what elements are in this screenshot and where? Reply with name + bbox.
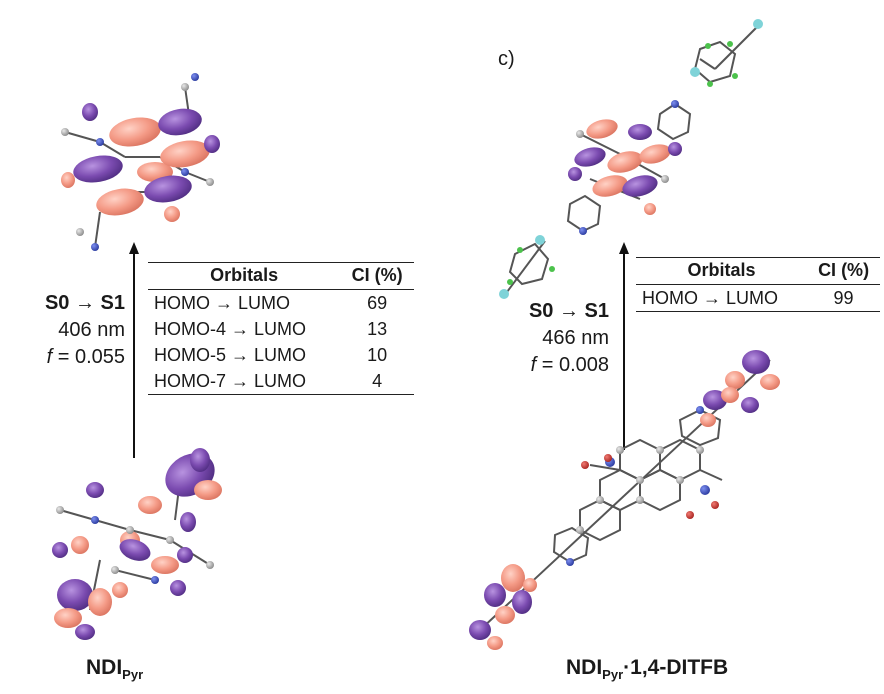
transition-wavelength: 466 nm — [542, 327, 609, 349]
excitation-arrow — [129, 242, 139, 458]
molecule-homo-cocrystal — [469, 350, 780, 650]
column-header-ci: CI (%) — [807, 257, 880, 285]
table-row: HOMO → LUMO 99 — [636, 285, 880, 312]
ci-cell: 10 — [367, 345, 388, 365]
table-row: HOMO → LUMO 69 — [148, 290, 414, 317]
table-header-row: Orbitals CI (%) — [636, 257, 880, 285]
panel-right: c) S0 → S1 — [440, 0, 884, 694]
transition-info-left: S0 → S1 406 nm f = 0.055 — [10, 290, 125, 371]
ci-cell: 69 — [367, 293, 388, 313]
table-row: HOMO-4 → LUMO 13 — [148, 316, 414, 342]
orbital-cell: HOMO-5 → LUMO — [154, 345, 307, 365]
oscillator-strength: f = 0.008 — [530, 354, 609, 376]
table-header-row: Orbitals CI (%) — [148, 262, 414, 290]
excitation-arrow — [619, 242, 629, 450]
ci-cell: 4 — [372, 371, 383, 391]
oscillator-strength: f = 0.055 — [46, 346, 125, 368]
orbital-cell: HOMO-7 → LUMO — [154, 371, 307, 391]
caption-right: NDIPyr·1,4-DITFB — [566, 656, 729, 683]
column-header-orbitals: Orbitals — [636, 257, 808, 285]
panel-left: S0 → S1 406 nm f = 0.055 Orbitals CI (%)… — [0, 0, 440, 694]
orbital-table-left: Orbitals CI (%) HOMO → LUMO 69 HOMO-4 → … — [148, 262, 414, 395]
transition-states: S0 → S1 — [44, 292, 125, 314]
orbital-cell: HOMO → LUMO — [642, 288, 779, 308]
panel-right-label: c) — [498, 48, 515, 70]
orbital-cell: HOMO → LUMO — [154, 293, 291, 313]
molecule-homo-ndipyr — [52, 448, 222, 640]
ci-cell: 13 — [367, 319, 388, 339]
column-header-orbitals: Orbitals — [148, 262, 341, 290]
orbital-cell: HOMO-4 → LUMO — [154, 319, 307, 339]
transition-states: S0 → S1 — [528, 300, 609, 322]
table-row: HOMO-7 → LUMO 4 — [148, 368, 414, 395]
molecule-lumo-ndipyr — [61, 73, 220, 251]
transition-info-right: S0 → S1 466 nm f = 0.008 — [495, 298, 609, 379]
orbital-table-right: Orbitals CI (%) HOMO → LUMO 99 — [636, 257, 880, 312]
transition-wavelength: 406 nm — [58, 319, 125, 341]
table-row: HOMO-5 → LUMO 10 — [148, 342, 414, 368]
molecule-lumo-cocrystal — [499, 19, 763, 299]
column-header-ci: CI (%) — [340, 262, 414, 290]
caption-left: NDIPyr — [86, 656, 144, 683]
ci-cell: 99 — [833, 288, 854, 308]
